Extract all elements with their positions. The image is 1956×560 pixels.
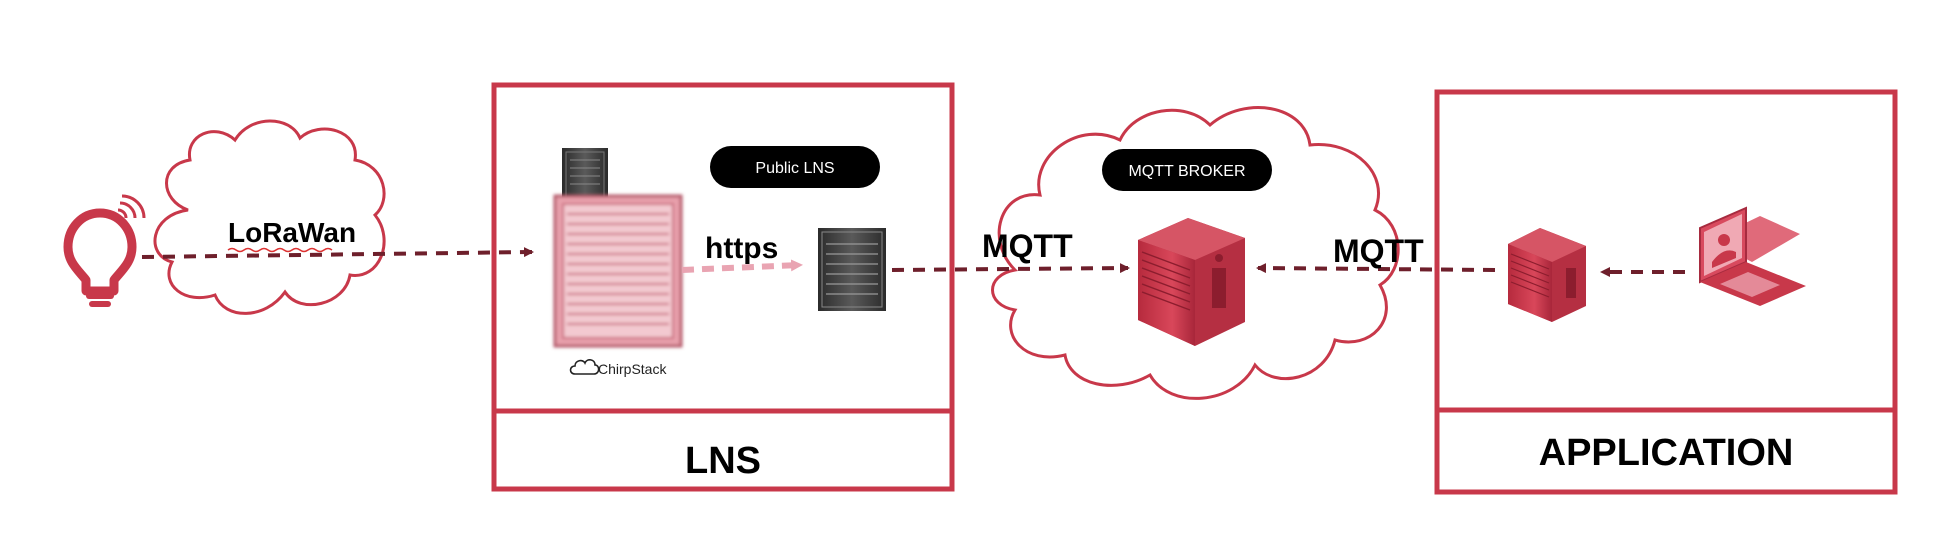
lns-output-server-icon <box>818 228 886 311</box>
application-footer-label: APPLICATION <box>1539 432 1794 474</box>
mqtt-arrow-right <box>1256 263 1496 274</box>
mqtt-broker-badge: MQTT BROKER <box>1102 149 1272 191</box>
lorawan-label: LoRaWan <box>228 217 356 248</box>
lorawan-cloud: LoRaWan <box>153 119 386 315</box>
mqtt-left-label: MQTT <box>982 228 1073 264</box>
application-server-icon <box>1508 228 1586 322</box>
lns-footer-label: LNS <box>685 440 761 482</box>
chirpstack-rack-server-icon <box>553 194 683 348</box>
lorawan-arrow <box>141 247 534 259</box>
cloud-icon <box>569 359 600 375</box>
public-lns-badge-label: Public LNS <box>755 160 834 177</box>
lightbulb-wireless-icon <box>63 194 146 307</box>
chirpstack-logo: ChirpStack <box>569 359 667 377</box>
chirpstack-label: ChirpStack <box>598 361 667 377</box>
application-box: APPLICATION <box>1434 89 1898 495</box>
public-lns-badge: Public LNS <box>710 146 880 188</box>
mqtt-arrow-left <box>891 263 1130 274</box>
mqtt-broker-badge-label: MQTT BROKER <box>1128 163 1245 180</box>
laptop-user-icon <box>1699 206 1806 306</box>
https-label: https <box>705 232 778 265</box>
broker-server-icon <box>1138 218 1245 346</box>
mqtt-right-label: MQTT <box>1333 233 1424 269</box>
https-arrow <box>681 259 803 273</box>
lns-box: LNS <box>491 82 955 492</box>
